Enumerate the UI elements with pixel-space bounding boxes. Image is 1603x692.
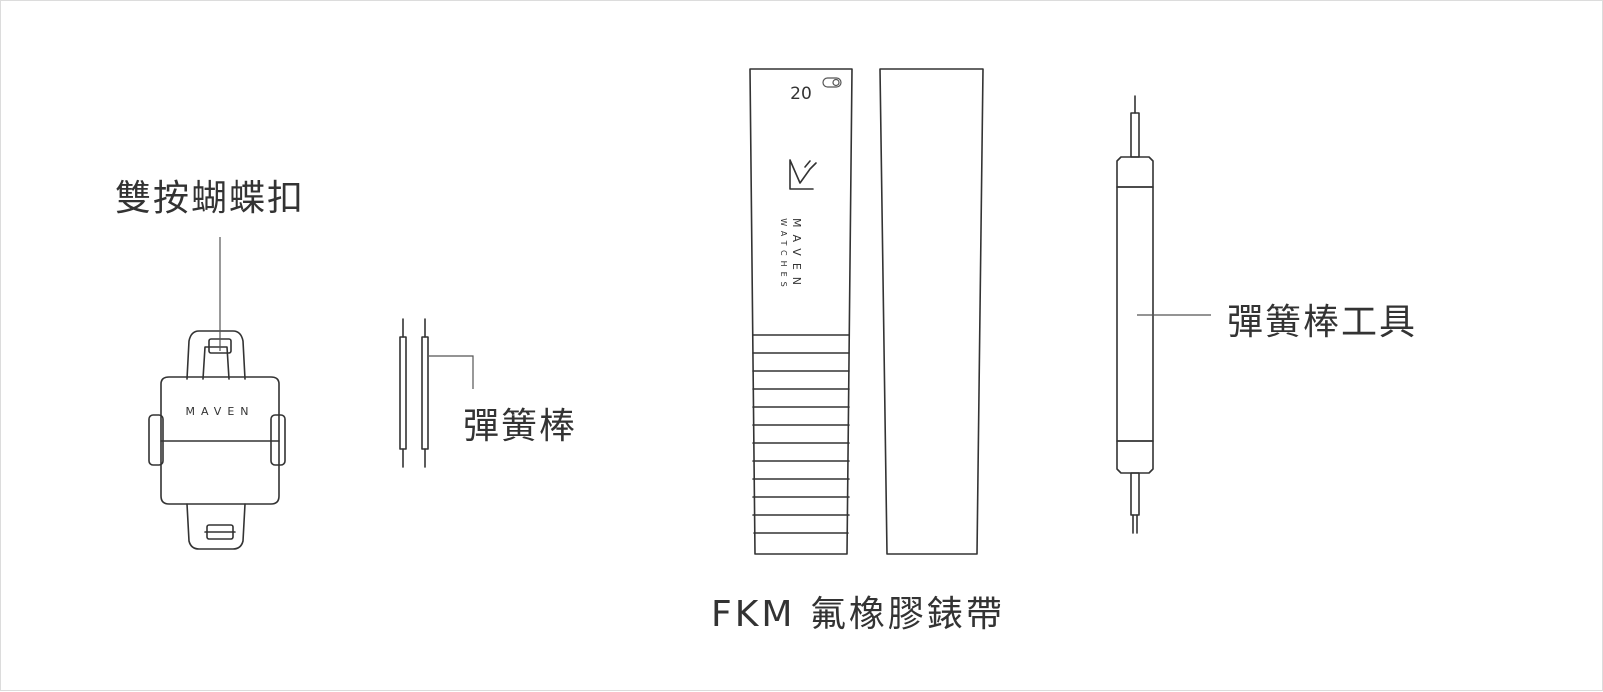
strap-size-text: 20 [790, 84, 812, 104]
fkm-strap-short-piece [879, 68, 984, 555]
buckle-label: 雙按蝴蝶扣 [115, 178, 306, 219]
strap-label: FKM 氟橡膠錶帶 [711, 594, 1005, 635]
buckle-brand-text: MAVEN [185, 405, 254, 418]
spring-bars-drawing [399, 318, 429, 468]
spring-bar-label: 彈簧棒 [463, 406, 578, 447]
maven-logo-icon [789, 159, 817, 190]
fkm-strap-long-piece: 20 MAVEN WATCHES [749, 68, 853, 555]
strap-logo-sub: WATCHES [779, 218, 788, 291]
spring-bar-tool-label: 彈簧棒工具 [1227, 302, 1418, 343]
spring-bar-tool-drawing [1116, 95, 1154, 534]
spring-bar-leader-line [429, 355, 474, 389]
strap-holes [752, 334, 850, 534]
strap-logo-brand: MAVEN [790, 218, 803, 292]
butterfly-buckle-drawing: MAVEN [148, 330, 286, 550]
